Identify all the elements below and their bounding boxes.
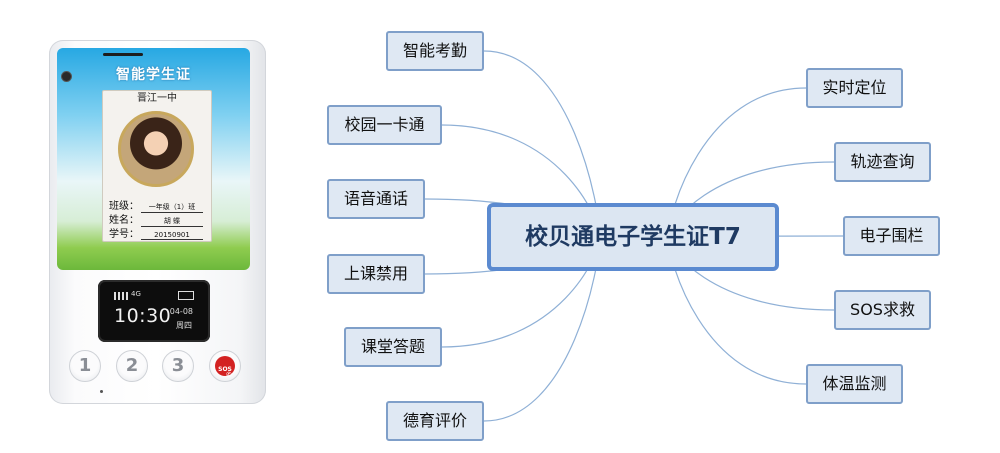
sos-button-face: ✆ SOS	[215, 356, 235, 376]
student-portrait	[118, 111, 194, 187]
key-1: 1	[69, 350, 101, 382]
node-class-quiz: 课堂答题	[344, 327, 442, 367]
network-label: 4G	[131, 290, 141, 298]
node-track-query: 轨迹查询	[834, 142, 931, 182]
key-3: 3	[162, 350, 194, 382]
phone-icon: ✆	[226, 362, 232, 389]
card-class-label: 班级：	[109, 197, 141, 212]
lcd-time: 10:30	[114, 305, 171, 327]
center-node: 校贝通电子学生证T7	[487, 203, 779, 271]
card-name-label: 姓名：	[109, 211, 141, 226]
node-temperature: 体温监测	[806, 364, 903, 404]
id-card: 晋江一中 班级：一年级（1）班 姓名：胡 蝶 学号：20150901	[102, 90, 212, 242]
node-sos: SOS求救	[834, 290, 931, 330]
card-id-label: 学号：	[109, 225, 141, 240]
student-card-device: 智能学生证 晋江一中 班级：一年级（1）班 姓名：胡 蝶 学号：20150901…	[49, 40, 266, 404]
node-geofence: 电子围栏	[843, 216, 940, 256]
node-voice-call: 语音通话	[327, 179, 425, 219]
node-smart-attendance: 智能考勤	[386, 31, 484, 71]
card-school: 晋江一中	[103, 89, 211, 104]
signal-icon	[114, 292, 128, 300]
card-id-value: 20150901	[141, 231, 203, 240]
microphone-dot	[100, 390, 103, 393]
device-screen: 智能学生证 晋江一中 班级：一年级（1）班 姓名：胡 蝶 学号：20150901	[57, 48, 250, 270]
lcd-date: 04-08	[170, 307, 193, 316]
node-class-disable: 上课禁用	[327, 254, 425, 294]
sos-key: ✆ SOS	[209, 350, 241, 382]
battery-icon	[178, 291, 194, 300]
node-campus-card: 校园一卡通	[327, 105, 442, 145]
card-id-row: 学号：20150901	[109, 225, 203, 240]
screen-title: 智能学生证	[57, 64, 250, 84]
node-moral-evaluation: 德育评价	[386, 401, 484, 441]
lcd-weekday: 周四	[176, 320, 192, 331]
lcd-display: 4G 10:30 04-08 周四	[98, 280, 210, 342]
node-realtime-location: 实时定位	[806, 68, 903, 108]
speaker-slot	[103, 53, 143, 56]
key-2: 2	[116, 350, 148, 382]
